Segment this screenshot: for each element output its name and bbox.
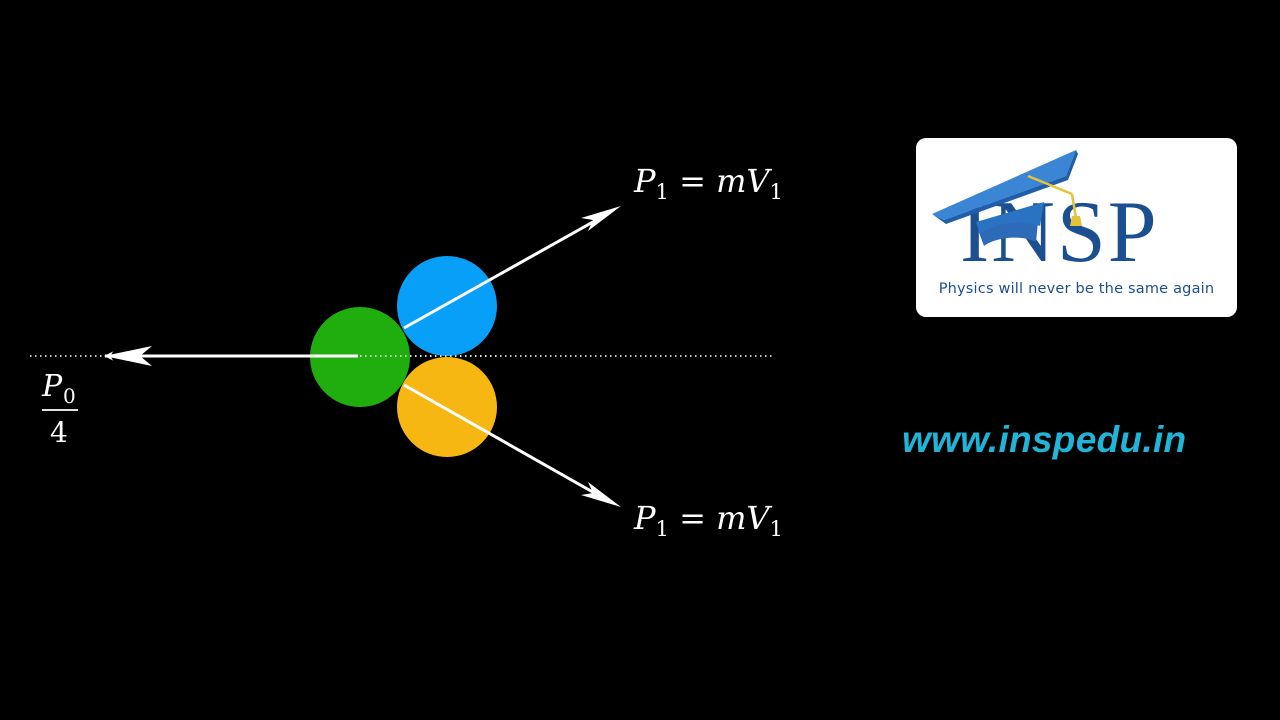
insp-logo: INSP Physics will never be the same agai… [916,138,1237,317]
upper-momentum-arrow [403,216,601,330]
lower-momentum-label: P1 = mV1 [633,499,783,541]
logo-tagline: Physics will never be the same again [938,281,1215,297]
lower-momentum-arrow [403,383,599,497]
left-arrowhead [104,346,152,366]
green-ball [310,307,410,407]
insp-logo-graphic: INSP [932,150,1157,281]
graduation-cap-icon [932,150,1082,246]
svg-text:0: 0 [63,384,76,408]
website-link[interactable]: www.inspedu.in [902,419,1187,460]
left-momentum-label: P 0 4 [41,369,78,449]
orange-ball [397,357,497,457]
svg-text:P: P [41,369,63,404]
svg-text:4: 4 [50,416,68,449]
upper-momentum-label: P1 = mV1 [633,162,783,204]
upper-arrowhead [581,206,621,231]
blue-ball [397,256,497,356]
lower-arrowhead [581,482,621,507]
